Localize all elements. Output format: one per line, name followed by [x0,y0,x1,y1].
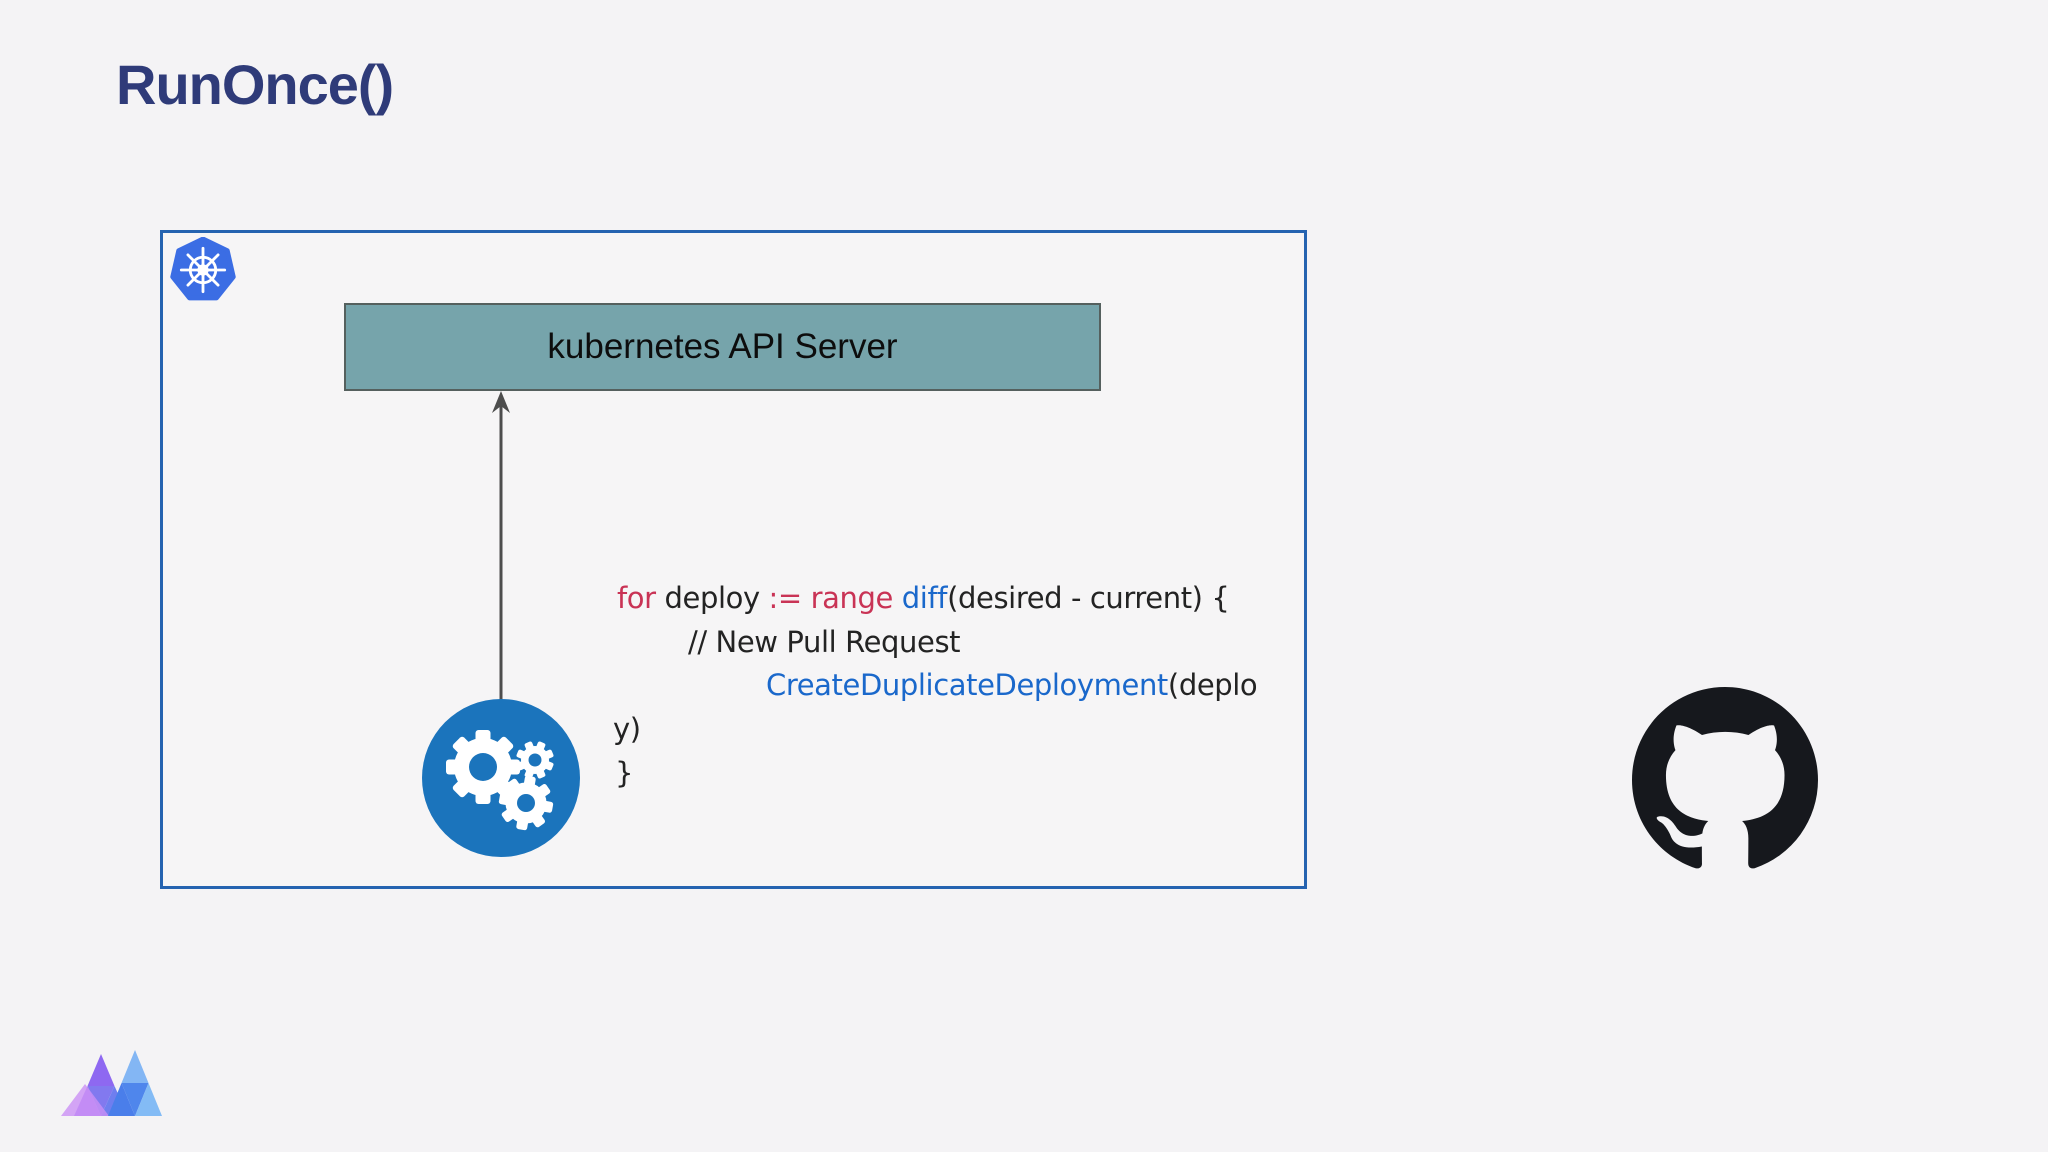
code-token: y) [613,712,641,746]
controller-gears-icon [422,699,580,857]
code-token: } [615,756,634,790]
code-line: } [615,756,633,790]
api-server-box: kubernetes API Server [344,303,1101,391]
page-title: RunOnce() [116,53,394,116]
code-token: CreateDuplicateDeployment [766,668,1168,702]
code-token: diff [901,581,948,615]
code-token [893,581,902,615]
brand-m-logo-icon [61,1050,162,1116]
code-line: // New Pull Request [688,625,961,659]
code-token: (desired - current) { [947,581,1230,615]
code-token: deploy [655,581,769,615]
code-block: for deploy := range diff(desired - curre… [613,581,1258,811]
flow-arrow-icon [492,391,510,707]
api-server-label: kubernetes API Server [547,327,898,366]
code-token: (deplo [1167,668,1258,702]
code-line: y) [613,712,641,746]
diagram-box: kubernetes API Server [160,230,1307,889]
code-line: for deploy := range diff(desired - curre… [617,581,1230,615]
code-token: for [617,581,656,615]
code-token: := range [768,581,894,615]
kubernetes-icon [170,237,236,301]
code-token: // New Pull Request [688,625,961,659]
github-logo-icon [1632,687,1818,869]
code-line: CreateDuplicateDeployment(deplo [766,668,1258,702]
